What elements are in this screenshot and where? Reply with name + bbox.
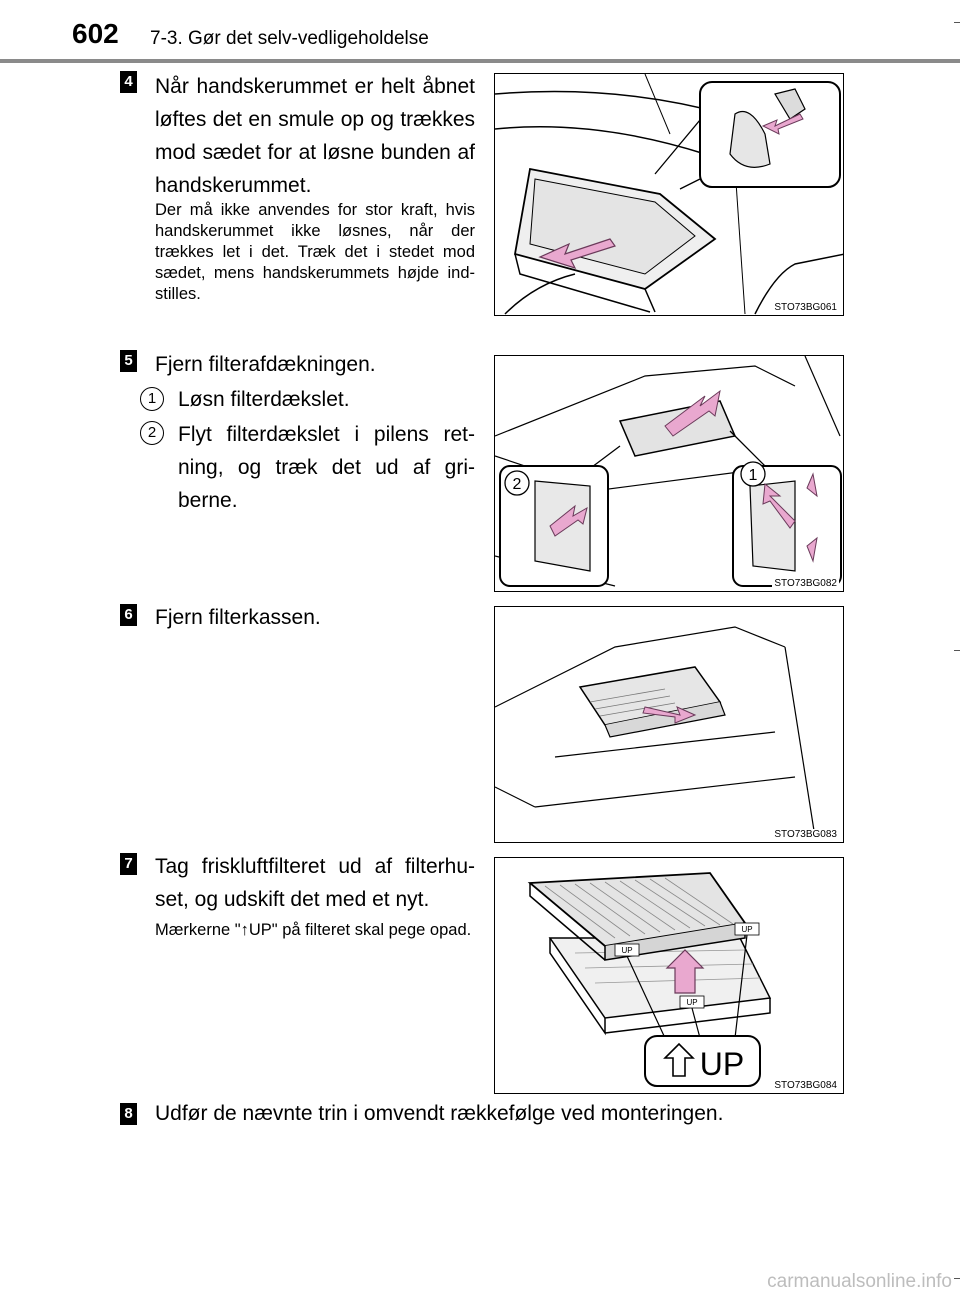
step-text: Fjern filterafdækningen.	[155, 353, 376, 376]
page-number: 602	[72, 18, 119, 49]
figure-label: UP	[686, 998, 697, 1007]
step-number: 4	[120, 71, 137, 93]
header-divider	[0, 59, 960, 63]
figure-label: UP	[621, 946, 632, 955]
step-number: 6	[120, 604, 137, 626]
substep-text: Flyt filterdækslet i pilens ret-ning, og…	[178, 423, 475, 512]
figure-code: STO73BG061	[772, 302, 839, 313]
filter-case-illustration	[495, 626, 816, 838]
figure-label: UP	[741, 925, 752, 934]
figure-filter-replace: UP UP UP UP STO73BG084	[494, 857, 844, 1094]
step-text: Udfør de nævnte trin i omvendt rækkefølg…	[155, 1102, 724, 1125]
glovebox-illustration	[495, 74, 843, 315]
step-number: 5	[120, 350, 137, 372]
figure-label: 2	[513, 476, 522, 493]
crop-mark	[954, 22, 960, 23]
section-title: 7-3. Gør det selv-vedligeholdelse	[150, 28, 429, 49]
step-number: 7	[120, 853, 137, 875]
substep-text: Løsn filterdækslet.	[178, 388, 350, 411]
figure-filter-case: STO73BG083	[494, 606, 844, 843]
step-text: Når handskerummet er helt åbnet løftes d…	[155, 75, 475, 197]
step-note: Mærkerne "↑UP" på filteret skal pege opa…	[155, 921, 472, 939]
figure-filter-cover: 2 1 STO73BG082	[494, 355, 844, 592]
step-number: 8	[120, 1103, 137, 1125]
watermark: carmanualsonline.info	[767, 1271, 952, 1292]
figure-code: STO73BG082	[772, 578, 839, 589]
substep-number: 1	[140, 387, 164, 411]
figure-label: 1	[749, 467, 758, 484]
step-text: Fjern filterkassen.	[155, 606, 321, 629]
crop-mark	[954, 650, 960, 651]
step-note: Der må ikke anvendes for stor kraft, hvi…	[155, 201, 475, 303]
filter-cover-illustration: 2 1	[495, 356, 842, 587]
substep-number: 2	[140, 421, 164, 445]
figure-label-large: UP	[700, 1046, 744, 1082]
filter-replace-illustration: UP UP UP UP	[527, 872, 772, 1087]
figure-glovebox: STO73BG061	[494, 73, 844, 316]
figure-code: STO73BG083	[772, 829, 839, 840]
step-text: Tag friskluftfilteret ud af filterhu-set…	[155, 855, 475, 911]
crop-mark	[954, 1278, 960, 1279]
figure-code: STO73BG084	[772, 1080, 839, 1091]
